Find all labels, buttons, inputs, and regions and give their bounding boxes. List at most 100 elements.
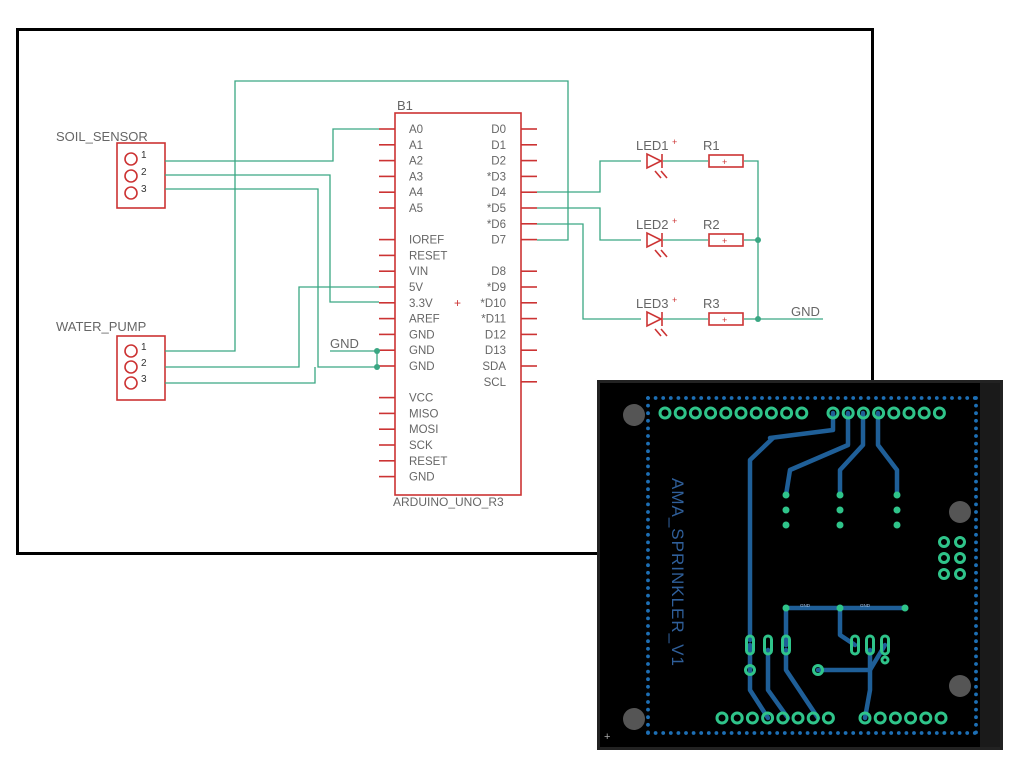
mounting-hole-r2 (949, 675, 971, 697)
pcb-pad (954, 568, 966, 580)
outline-dot (646, 426, 650, 431)
trace-7 (765, 647, 791, 721)
outline-dot (965, 396, 970, 400)
resistor-origin-mark: + (722, 157, 727, 167)
pcb-pad (954, 552, 966, 564)
outline-dot (950, 731, 954, 735)
arduino-left-pin-label: VIN (409, 266, 428, 278)
soil-sensor-pin2 (124, 169, 138, 183)
outline-dot (904, 396, 909, 400)
outline-dot (974, 570, 978, 575)
pcb-pad (688, 406, 702, 420)
pcb-pad (872, 406, 886, 420)
outline-dot (760, 396, 764, 400)
outline-dot (646, 540, 650, 545)
outline-dot (974, 426, 978, 431)
outline-dot (820, 396, 825, 400)
outline-dot (974, 707, 978, 712)
outline-dot (722, 396, 726, 400)
pcb-via (836, 491, 844, 499)
resistor-label: R1 (703, 138, 720, 153)
outline-dot (974, 578, 978, 583)
outline-dot (974, 631, 978, 636)
outline-dot (646, 464, 650, 469)
arduino-left-pin-label: IOREF (409, 235, 444, 247)
led-origin-mark: + (672, 137, 677, 147)
outline-dot (805, 731, 810, 735)
mounting-hole-tl (623, 404, 645, 426)
led-diode-symbol (646, 152, 663, 170)
outline-dot (646, 532, 650, 537)
soil-sensor-pin1 (124, 152, 138, 166)
outline-dot (942, 731, 947, 735)
outline-dot (927, 396, 932, 400)
arduino-left-pin-label: GND (409, 329, 435, 341)
outline-dot (896, 396, 901, 400)
outline-dot (661, 731, 666, 735)
outline-dot (974, 510, 978, 514)
pcb-pad (954, 536, 966, 548)
outline-dot (760, 731, 764, 735)
arduino-left-pin-label: A3 (409, 171, 423, 183)
outline-dot (919, 731, 924, 735)
outline-dot (668, 396, 673, 400)
outline-dot (904, 731, 909, 735)
outline-dot (881, 396, 886, 400)
outline-dot (646, 624, 650, 628)
outline-dot (646, 555, 650, 560)
outline-dot (974, 722, 978, 727)
outline-dot (851, 731, 856, 735)
arduino-left-pin-label: SCK (409, 440, 433, 452)
arduino-body (394, 112, 522, 496)
water-pump-pinnum3: 3 (141, 374, 147, 385)
arduino-left-pin-label: A1 (409, 140, 423, 152)
outline-dot (974, 555, 978, 560)
outline-dot (836, 396, 840, 400)
arduino-left-pin-label: MISO (409, 408, 438, 420)
outline-dot (646, 494, 650, 499)
pcb-pad (934, 711, 948, 725)
junction-r2 (755, 237, 761, 243)
pcb-outline (646, 396, 978, 735)
led-resistor-pair: LED1++R1 (636, 137, 744, 179)
outline-dot (646, 593, 650, 598)
resistor-body (708, 233, 744, 247)
resistor-body (708, 154, 744, 168)
pcb-pad (745, 711, 759, 725)
arduino-right-pin-label: SCL (484, 377, 507, 389)
outline-dot (646, 677, 650, 682)
pcb-via (836, 521, 844, 529)
outline-dot (737, 731, 742, 735)
led-origin-mark: + (672, 216, 677, 226)
wire-d5-led2 (537, 207, 641, 241)
pcb-pad (730, 711, 744, 725)
outline-dot (813, 396, 818, 400)
pcb-via (782, 604, 790, 612)
arduino-right-pin-label: D13 (485, 345, 506, 357)
arduino-right-pin-label: *D5 (487, 203, 506, 215)
outline-dot (737, 396, 742, 400)
pcb-via (782, 506, 790, 514)
outline-dot (974, 563, 978, 568)
arduino-left-pin-label: 3.3V (409, 298, 433, 310)
outline-dot (684, 731, 688, 735)
led-origin-mark: + (672, 295, 677, 305)
pcb-via (836, 604, 844, 612)
outline-dot (919, 396, 924, 400)
trace-6 (747, 642, 771, 721)
outline-dot (974, 700, 978, 704)
water-pump-pinnum1: 1 (141, 342, 147, 353)
outline-dot (974, 434, 978, 438)
outline-dot (691, 731, 696, 735)
outline-dot (851, 396, 856, 400)
outline-dot (974, 677, 978, 682)
soil-sensor-connector: 1 2 3 SOIL_SENSOR (56, 129, 166, 209)
schematic-wires: GND GND (165, 80, 823, 384)
water-pump-pin1 (124, 344, 138, 358)
outline-dot (646, 578, 650, 583)
outline-dot (653, 396, 658, 400)
outline-dot (974, 449, 978, 454)
outline-dot (661, 396, 666, 400)
outline-dot (974, 593, 978, 598)
pcb-via (782, 491, 790, 499)
